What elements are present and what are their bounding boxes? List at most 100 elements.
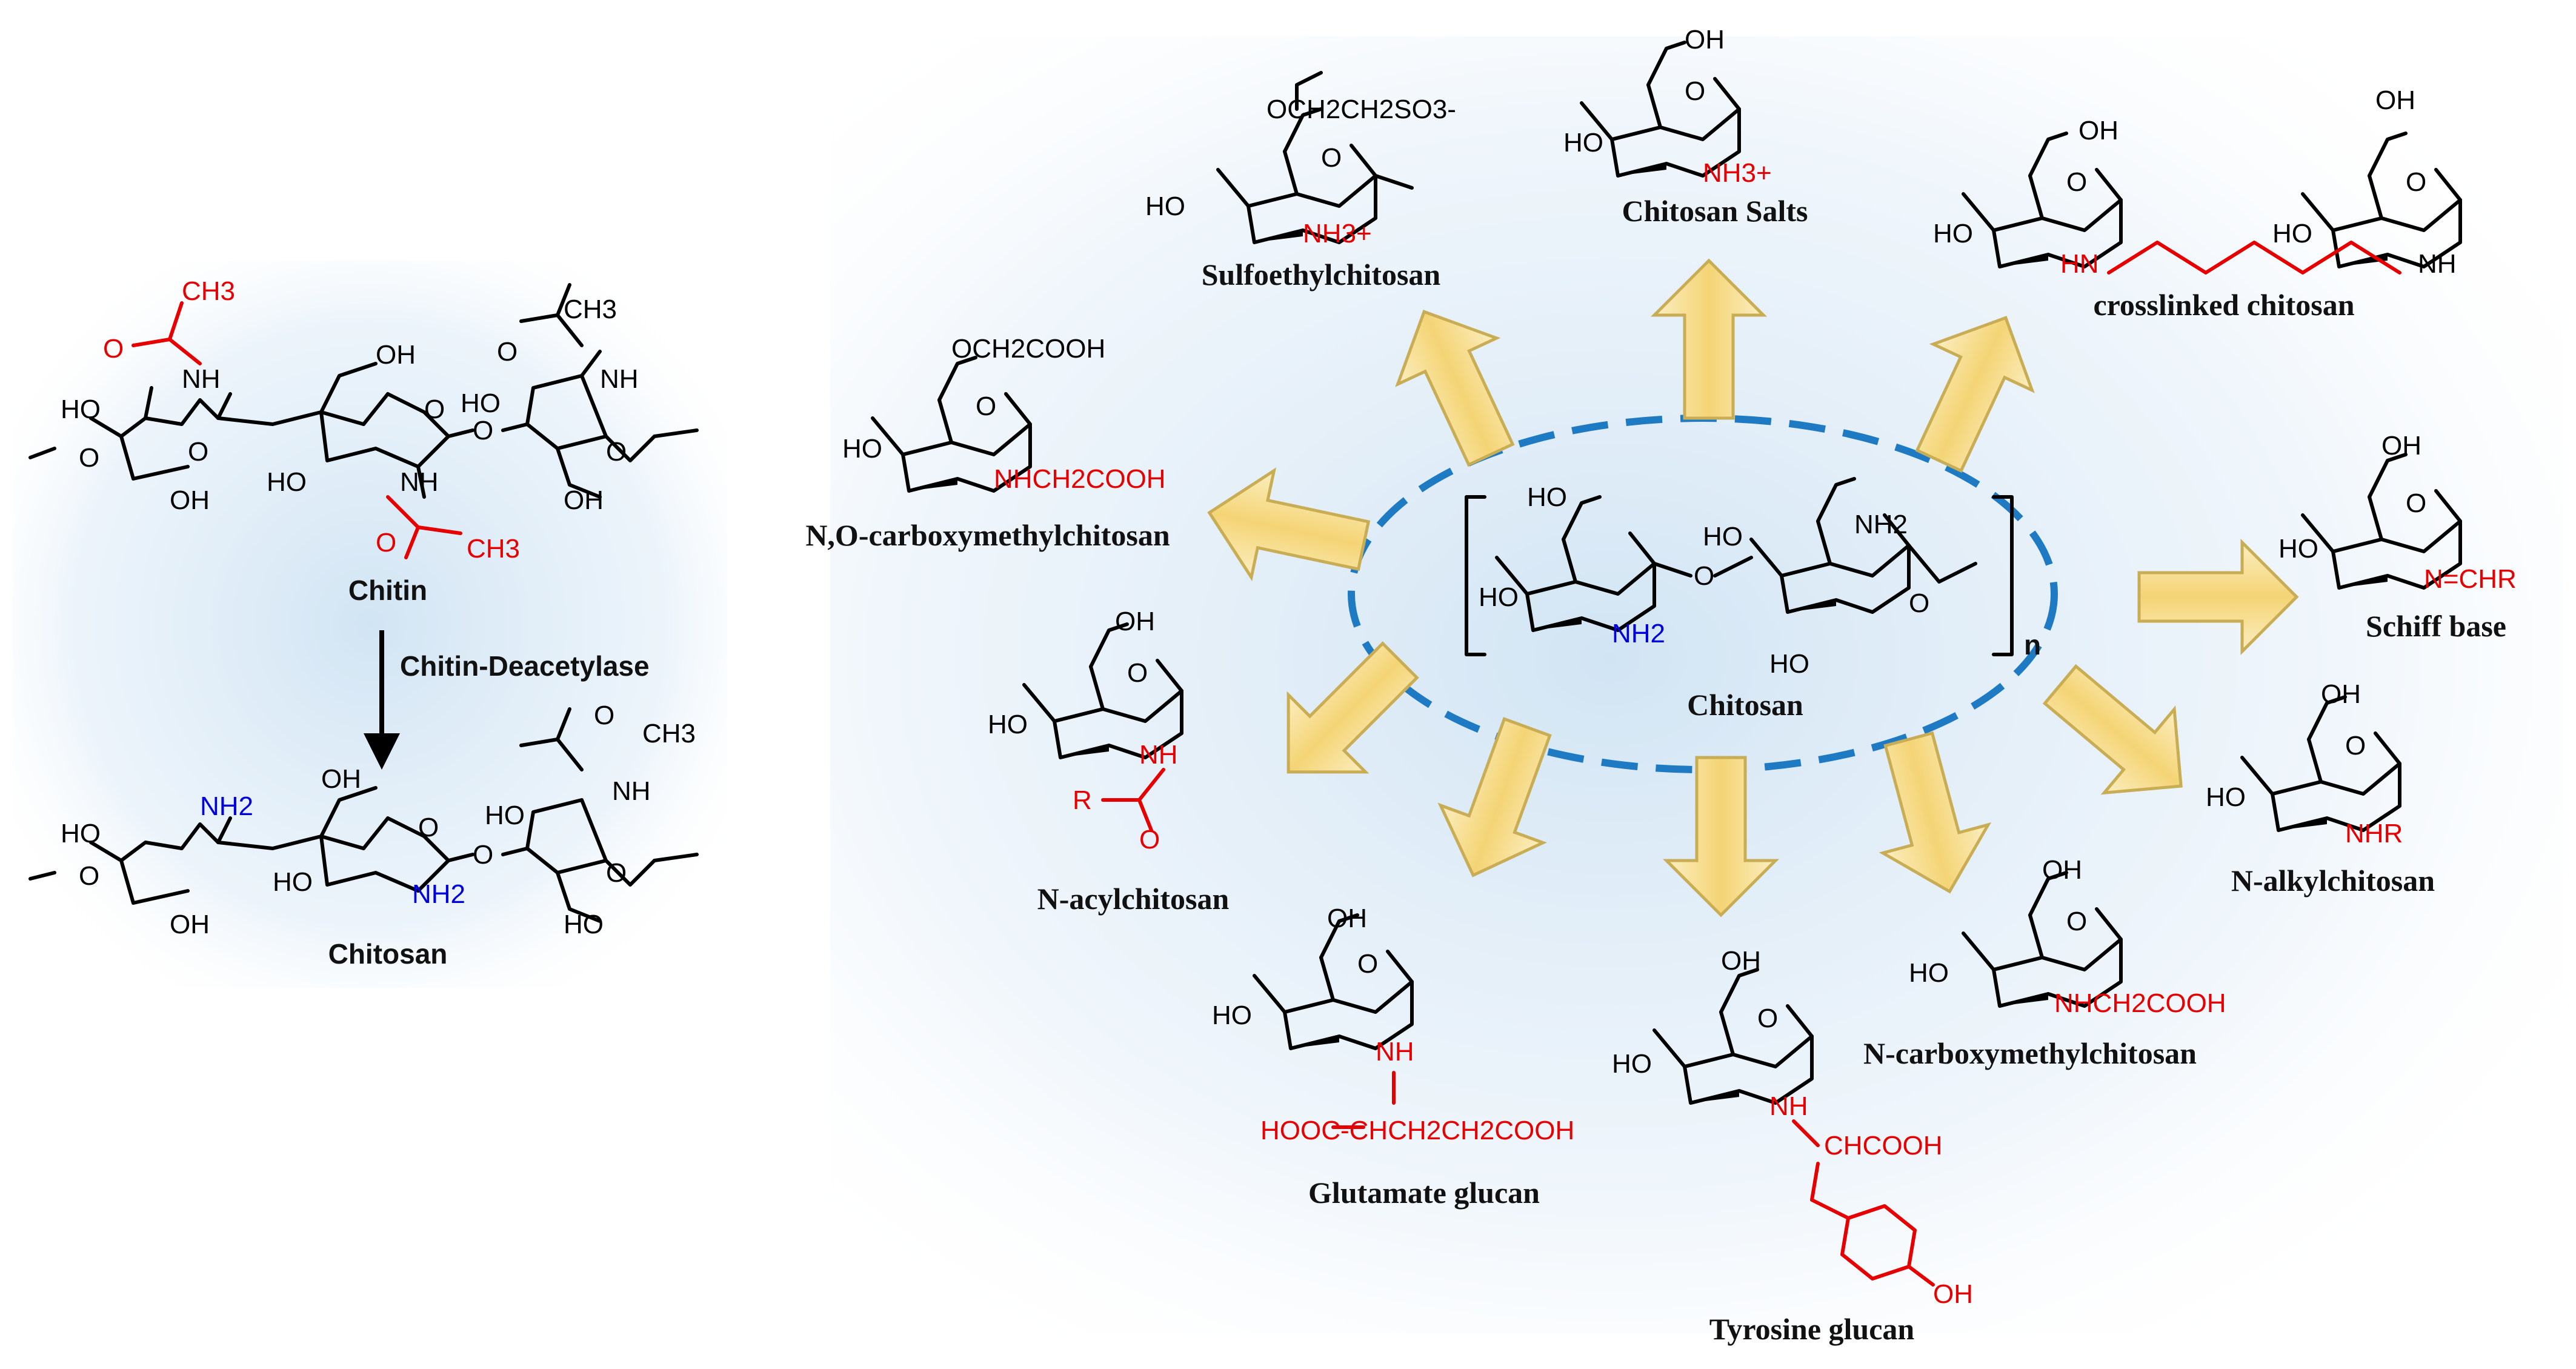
chitin-oh-c: OH bbox=[564, 485, 604, 515]
schiff-ho: HO bbox=[2278, 534, 2318, 564]
chitosan-ch3-right: CH3 bbox=[642, 719, 696, 748]
center-o-ring: O bbox=[1909, 588, 1929, 618]
sulfoethyl-structure bbox=[1218, 71, 1414, 242]
chitin-ho-b: HO bbox=[267, 467, 307, 497]
salts-label: Chitosan Salts bbox=[1622, 194, 1808, 228]
nocarboxy-red-group: NHCH2COOH bbox=[994, 464, 1166, 494]
center-nh2-blue: NH2 bbox=[1612, 619, 1665, 648]
chitin-structure: CH3 O NH HO O O OH OH HO O NH O CH3 O HO… bbox=[28, 276, 699, 564]
center-nh2-c: NH2 bbox=[1854, 510, 1908, 539]
tyrosine-red-chain: CHCOOH bbox=[1824, 1131, 1943, 1161]
chitosan-ho-b: HO bbox=[273, 867, 313, 897]
left-panel-background bbox=[12, 261, 727, 988]
chitosan-oh-c: HO bbox=[564, 910, 604, 939]
crosslinked-o: O bbox=[2066, 167, 2087, 197]
chitosan-left-label: Chitosan bbox=[328, 938, 448, 970]
alkyl-ho: HO bbox=[2206, 782, 2246, 812]
center-ho-b: HO bbox=[1479, 582, 1519, 612]
chitosan-o-b: O bbox=[418, 813, 439, 842]
crosslinked-top-group-2: OH bbox=[2375, 85, 2415, 115]
chitin-o-a: O bbox=[79, 443, 99, 473]
center-ho-d: HO bbox=[1769, 649, 1809, 679]
chitin-ch3-top: CH3 bbox=[182, 276, 235, 306]
alkyl-red-group: NHR bbox=[2345, 819, 2403, 848]
crosslinked-ho-2: HO bbox=[2272, 219, 2312, 248]
crosslinked-ho: HO bbox=[1933, 219, 1973, 248]
chitin-ho-c: HO bbox=[461, 388, 501, 418]
acyl-o: O bbox=[1127, 658, 1148, 688]
salts-top-group: OH bbox=[1685, 25, 1725, 55]
tyrosine-red-oh: OH bbox=[1933, 1279, 1973, 1309]
acyl-red-r: R bbox=[1073, 785, 1092, 815]
crosslinked-label: crosslinked chitosan bbox=[2093, 288, 2354, 322]
chitosan-structure-left bbox=[28, 707, 699, 923]
nocarboxy-o: O bbox=[976, 391, 996, 421]
glutamate-red-group: NH bbox=[1376, 1037, 1414, 1067]
sulfoethyl-ho: HO bbox=[1145, 192, 1185, 221]
sulfoethyl-o: O bbox=[1321, 143, 1342, 173]
chitosan-oh-b: OH bbox=[321, 764, 361, 794]
tyrosine-top-group: OH bbox=[1721, 946, 1761, 976]
nocarboxy-top-group: OCH2COOH bbox=[951, 334, 1105, 364]
deacetylase-arrow bbox=[364, 630, 400, 770]
nocarboxy-ho: HO bbox=[842, 434, 882, 464]
chitin-label: Chitin bbox=[348, 575, 427, 606]
acyl-red-o: O bbox=[1139, 825, 1160, 854]
chitin-oh-a: OH bbox=[170, 485, 210, 515]
chitin-o-bottom: O bbox=[376, 528, 396, 558]
repeat-subscript: n bbox=[2024, 629, 2041, 661]
nocarboxy-label: N,O-carboxymethylchitosan bbox=[805, 518, 1170, 552]
right-panel-background bbox=[830, 36, 2563, 1333]
ncarboxy-o: O bbox=[2066, 907, 2087, 936]
acyl-red-group: NH bbox=[1139, 740, 1178, 770]
chitin-o-b: O bbox=[424, 395, 445, 424]
sulfoethyl-red-group: NH3+ bbox=[1303, 219, 1372, 248]
chitosan-o-a: O bbox=[79, 861, 99, 891]
ncarboxy-label: N-carboxymethylchitosan bbox=[1863, 1036, 2197, 1070]
alkyl-o: O bbox=[2345, 731, 2366, 761]
chitin-oh-b: OH bbox=[376, 340, 416, 370]
crosslinked-structure bbox=[1963, 133, 2460, 275]
chitosan-nh2-a: NH2 bbox=[200, 791, 253, 821]
acyl-structure bbox=[1024, 624, 1182, 832]
acyl-label: N-acylchitosan bbox=[1037, 882, 1230, 916]
ncarboxy-top-group: OH bbox=[2042, 855, 2082, 885]
tyrosine-label: Tyrosine glucan bbox=[1709, 1312, 1915, 1346]
glutamate-ho: HO bbox=[1212, 1001, 1252, 1030]
glutamate-top-group: OH bbox=[1327, 904, 1367, 933]
ncarboxy-ho: HO bbox=[1909, 958, 1949, 988]
chitosan-nh-right: NH bbox=[612, 776, 651, 806]
tyrosine-red-group: NH bbox=[1769, 1091, 1808, 1121]
schiff-red-group: N=CHR bbox=[2424, 564, 2517, 594]
crosslinked-o-2: O bbox=[2406, 167, 2426, 197]
chitin-o-c: O bbox=[606, 437, 627, 467]
alkyl-top-group: OH bbox=[2321, 679, 2361, 709]
ncarboxy-red-group: NHCH2COOH bbox=[2054, 988, 2226, 1018]
chitosan-oh-a: OH bbox=[170, 910, 210, 939]
salts-red-group: NH3+ bbox=[1703, 158, 1772, 188]
sulfoethyl-label: Sulfoethylchitosan bbox=[1202, 258, 1441, 291]
glutamate-label: Glutamate glucan bbox=[1308, 1176, 1540, 1210]
chitosan-o-link: O bbox=[473, 840, 493, 870]
chitosan-nh2-b: NH2 bbox=[412, 879, 465, 909]
salts-o: O bbox=[1685, 76, 1705, 106]
center-ho-c: HO bbox=[1703, 522, 1743, 551]
glutamate-o: O bbox=[1357, 949, 1378, 979]
chitin-o-right: O bbox=[497, 337, 518, 367]
chitin-nh-right: NH bbox=[600, 364, 639, 394]
glutamate-structure bbox=[1254, 915, 1412, 1129]
chitin-ch3-bottom: CH3 bbox=[467, 534, 520, 564]
chitosan-o-right: O bbox=[594, 701, 614, 730]
chitin-ho-a: HO bbox=[61, 395, 101, 424]
glutamate-red-chain: HOOC-CHCH2CH2COOH bbox=[1260, 1116, 1574, 1145]
sulfoethyl-top-group: OCH2CH2SO3- bbox=[1266, 95, 1456, 124]
crosslinked-red-group: HN bbox=[2060, 249, 2099, 279]
crosslinked-red-group-2: NH bbox=[2418, 249, 2457, 279]
chitin-o-ring-a: O bbox=[188, 437, 208, 467]
salts-ho: HO bbox=[1563, 128, 1603, 158]
chitosan-ho-c: HO bbox=[485, 801, 525, 830]
center-label: Chitosan bbox=[1687, 688, 1803, 722]
alkyl-label: N-alkylchitosan bbox=[2231, 864, 2435, 898]
enzyme-label: Chitin-Deacetylase bbox=[400, 650, 650, 682]
